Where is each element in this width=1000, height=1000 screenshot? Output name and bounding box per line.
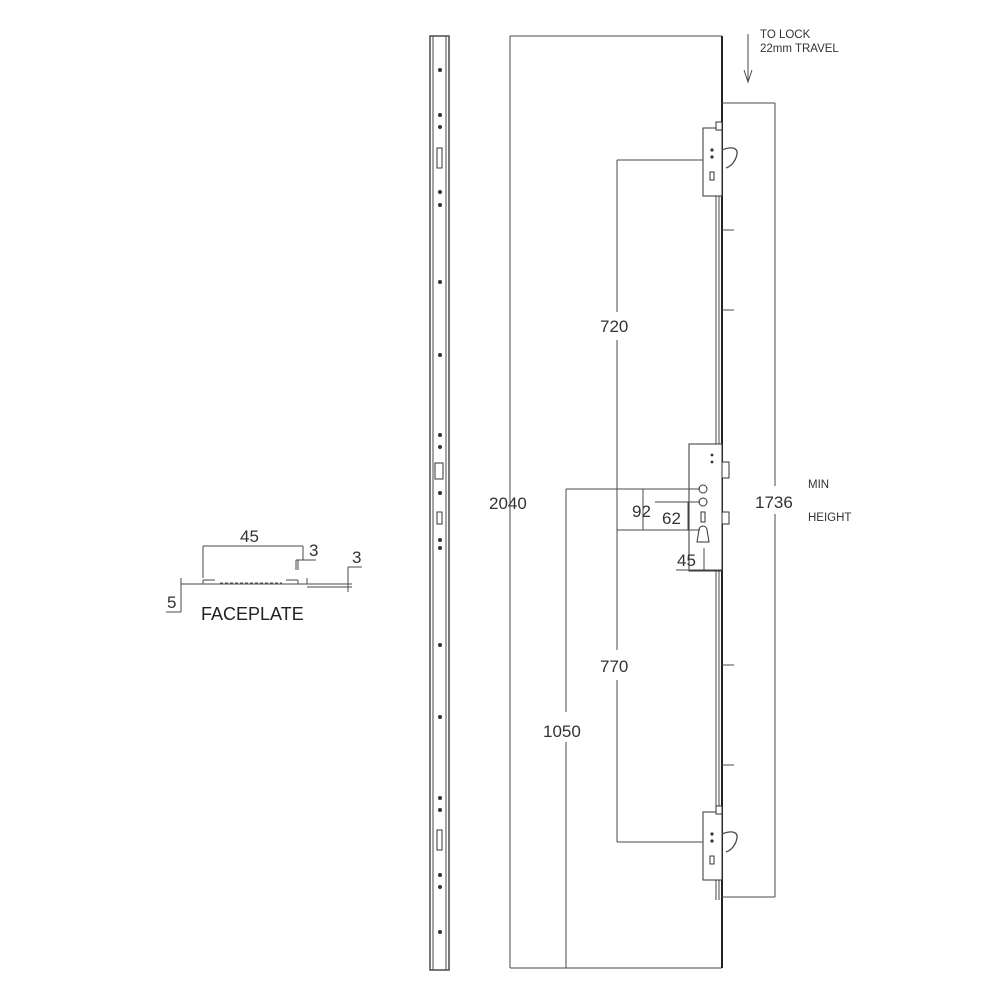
faceplate-section: 45 3 3 5 FACEPLATE [166,527,362,624]
backset-dimension-lines [676,548,722,571]
faceplate-thickness-label: 3 [352,548,361,567]
central-gearbox [688,443,730,572]
to-lock-label: TO LOCK [760,29,811,41]
min-label: MIN [808,479,829,491]
faceplate-label: FACEPLATE [201,604,304,624]
faceplate-strip [429,35,450,971]
to-lock-annotation: TO LOCK 22mm TRAVEL [743,29,839,84]
overall-length-dimension: 2040 [489,494,527,513]
lower-hook-dimension: 770 [600,657,628,676]
travel-label: 22mm TRAVEL [760,43,839,55]
backset-dimension: 45 [677,551,696,570]
faceplate-lip-label: 3 [309,541,318,560]
spindle-offset-dimension: 62 [662,509,681,528]
hook-dimension-lines [616,159,703,843]
upper-hook-dimension: 720 [600,317,628,336]
faceplate-screw-holes [434,68,444,934]
handle-height-dimension: 1050 [543,722,581,741]
faceplate-width-label: 45 [240,527,259,546]
min-height-line [722,102,776,898]
upper-hook-bolt [702,121,738,197]
handle-height-line [565,488,700,968]
centre-dimension-lines [642,489,700,530]
lower-hook-bolt [702,805,738,881]
min-height-dimension: 1736 [755,493,793,512]
height-label: HEIGHT [808,512,851,524]
faceplate-depth-label: 5 [167,593,176,612]
pz-centres-dimension: 92 [632,502,651,521]
